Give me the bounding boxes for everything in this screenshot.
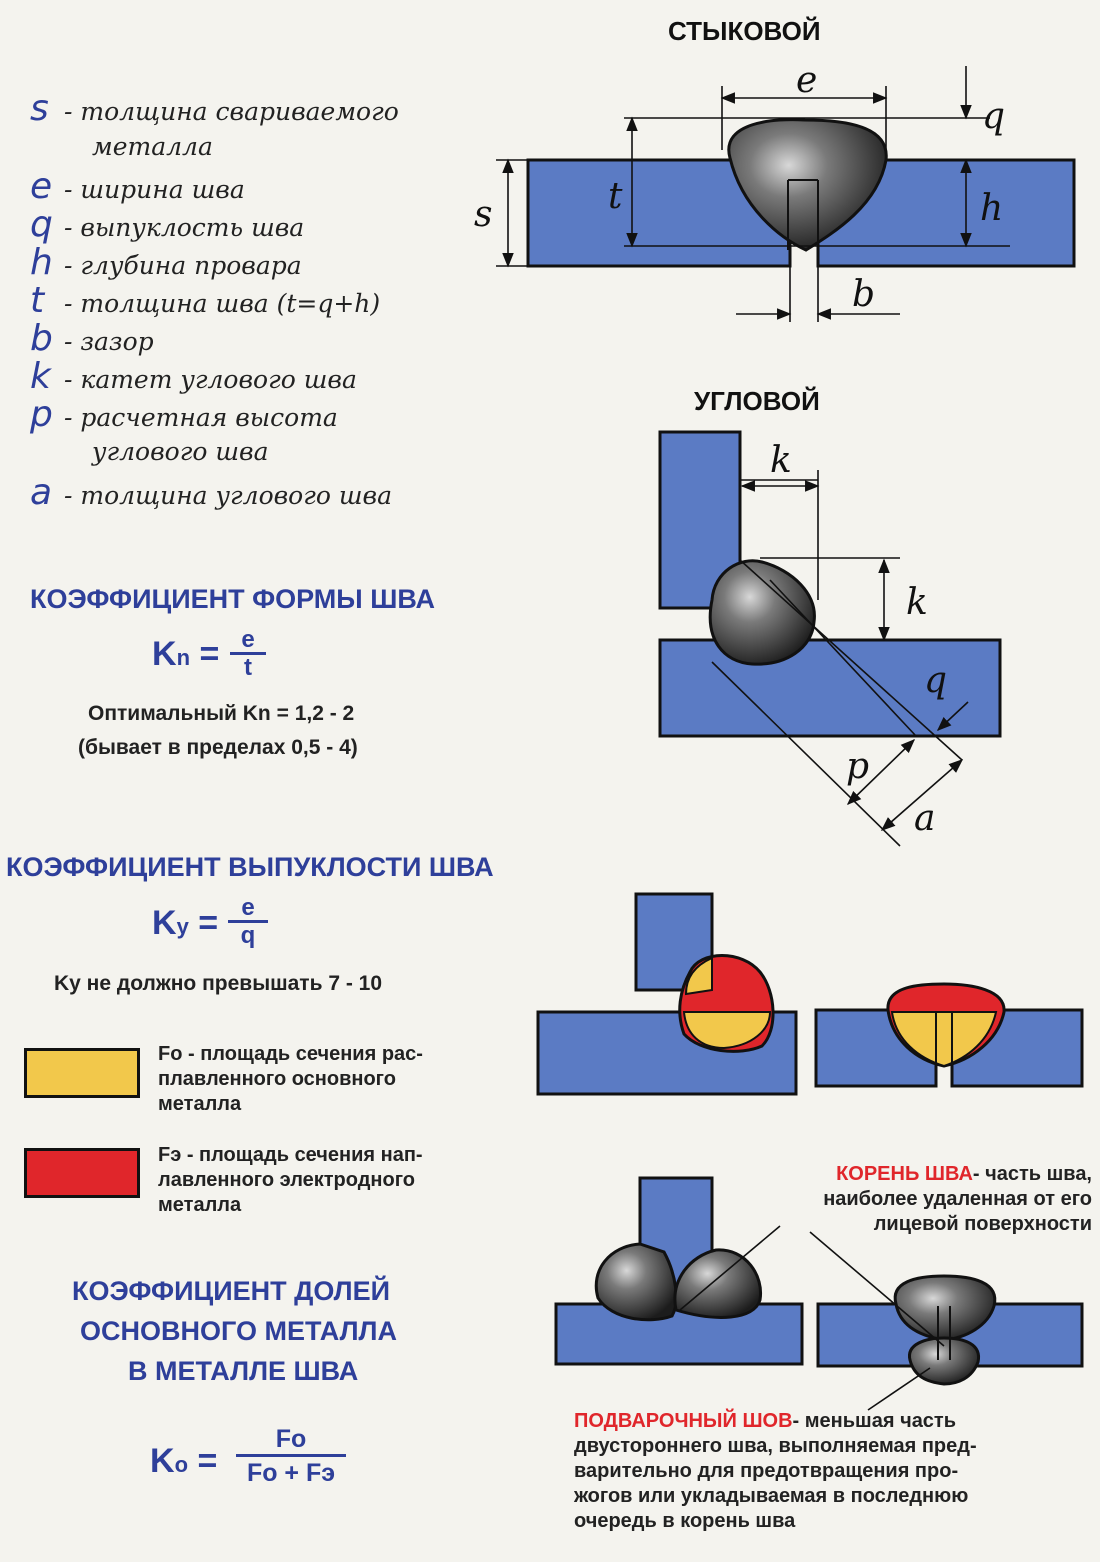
root-fillet-bead-left	[594, 1242, 678, 1322]
form-coef-fraction: e t	[230, 628, 266, 681]
legend-item-h: h- глубина провара	[30, 242, 302, 283]
fillet-weld-title: УГЛОВОЙ	[694, 386, 820, 416]
root-butt-backing-bead	[908, 1336, 981, 1386]
legend-item-t: t- толщина шва (t=q+h)	[30, 280, 381, 321]
root-fillet-horizontal-plate	[554, 1302, 804, 1366]
butt-weld-title: СТЫКОВОЙ	[668, 16, 821, 46]
share-coef-heading-3: В МЕТАЛЛЕ ШВА	[128, 1356, 359, 1386]
fused-area-label: Fo - площадь сечения рас- плавленного ос…	[158, 1043, 423, 1115]
butt-weld-bead	[727, 118, 888, 252]
backing-callout-title: ПОДВАРОЧНЫЙ ШОВ	[574, 1410, 793, 1432]
legend-item-k: k- катет углового шва	[30, 356, 357, 397]
conv-coef-fraction: e q	[228, 896, 268, 949]
area-fillet-fused	[682, 956, 772, 1050]
butt-label-s: s	[474, 194, 492, 235]
legend-item-s-cont: металла	[92, 132, 213, 161]
root-callout-title: КОРЕНЬ ШВА	[836, 1163, 973, 1185]
legend-item-b: b- зазор	[30, 318, 154, 359]
backing-callout-text: - меньшая часть двустороннего шва, выпол…	[574, 1410, 977, 1532]
root-callout-text: - часть шва, наиболее удаленная от его л…	[823, 1163, 1092, 1235]
fillet-label-q: q	[924, 660, 947, 701]
butt-label-e: e	[796, 60, 817, 101]
fillet-label-p: p	[846, 746, 869, 787]
area-butt-fused	[890, 1011, 998, 1068]
root-callout: КОРЕНЬ ШВА- часть шва, наиболее удаленна…	[752, 1162, 1092, 1237]
deposit-area-label: Fэ - площадь сечения нап- лавленного эле…	[158, 1144, 423, 1216]
legend-item-p: p- расчетная высота	[30, 394, 338, 435]
legend-item-s: s- толщина свариваемого	[30, 88, 399, 129]
form-coef-heading: КОЭФФИЦИЕНТ ФОРМЫ ШВА	[30, 584, 436, 614]
deposit-area-swatch	[24, 1148, 140, 1198]
backing-callout: ПОДВАРОЧНЫЙ ШОВ- меньшая часть двусторон…	[574, 1409, 1094, 1534]
fused-area-swatch	[24, 1048, 140, 1098]
legend-item-q: q- выпуклость шва	[30, 204, 305, 245]
legend-item-e: e- ширина шва	[30, 166, 245, 207]
root-butt-main-bead	[893, 1274, 997, 1342]
form-coef-range: (бывает в пределах 0,5 - 4)	[78, 736, 358, 759]
conv-coef-lhs: Ky =	[152, 904, 219, 942]
butt-label-h: h	[980, 188, 1003, 229]
butt-label-q: q	[982, 96, 1005, 137]
fillet-label-k-top: k	[770, 440, 792, 481]
legend-item-p-cont: углового шва	[92, 437, 269, 466]
fillet-label-a: a	[914, 798, 935, 839]
butt-label-t: t	[608, 176, 623, 217]
butt-label-b: b	[852, 274, 875, 315]
share-coef-lhs: Ko =	[150, 1442, 218, 1480]
share-coef-heading-2: ОСНОВНОГО МЕТАЛЛА	[80, 1316, 397, 1346]
conv-coef-limit: Ky не должно превышать 7 - 10	[54, 972, 383, 995]
fillet-label-k-side: k	[906, 582, 928, 623]
conv-coef-heading: КОЭФФИЦИЕНТ ВЫПУКЛОСТИ ШВА	[6, 852, 494, 882]
share-coef-heading-1: КОЭФФИЦИЕНТ ДОЛЕЙ	[72, 1276, 391, 1306]
share-coef-fraction: Fo Fo + Fэ	[236, 1424, 346, 1489]
legend-item-a: a- толщина углового шва	[30, 472, 392, 513]
form-coef-optimal: Оптимальный Kn = 1,2 - 2	[88, 702, 355, 725]
form-coef-lhs: Kn =	[152, 635, 220, 673]
root-fillet-bead-right	[673, 1248, 763, 1319]
